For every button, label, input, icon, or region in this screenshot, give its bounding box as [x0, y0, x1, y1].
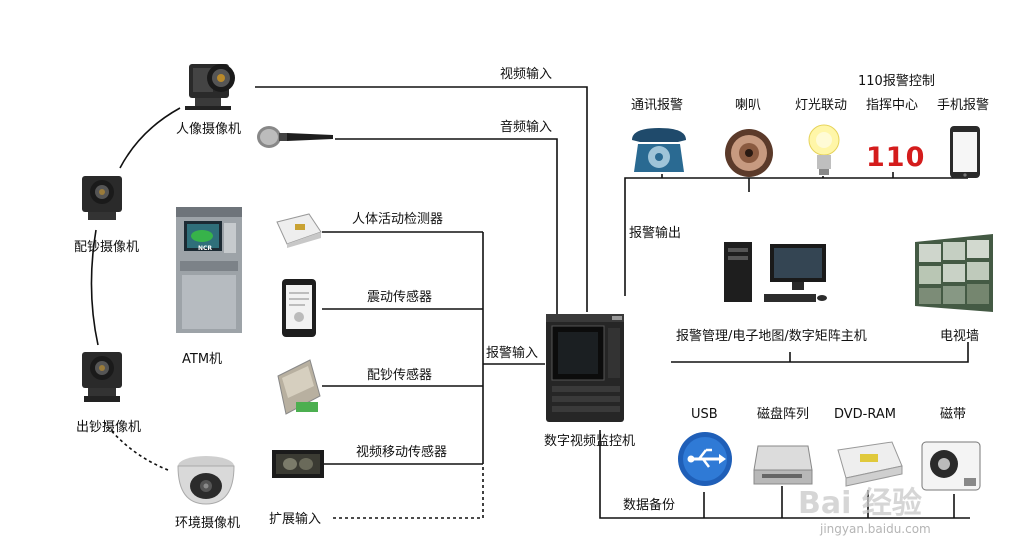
dvd-drive-icon	[837, 441, 903, 487]
backup-label-usb: USB	[691, 407, 718, 422]
mobile-phone-icon	[950, 126, 980, 178]
usb	[676, 430, 734, 488]
dvd-ram	[832, 438, 904, 490]
vibration-sensor	[280, 277, 318, 339]
video-input-label: 视频输入	[500, 67, 553, 82]
tape	[920, 438, 982, 494]
camera-icon	[82, 176, 122, 220]
data-backup-label: 数据备份	[623, 498, 676, 513]
backup-label-tape: 磁带	[940, 407, 967, 422]
sensor-icon	[277, 359, 321, 415]
video-motion-label: 视频移动传感器	[356, 445, 448, 460]
disk-array	[752, 440, 814, 486]
cash-sensor-label: 配钞传感器	[367, 368, 433, 383]
camera-icon	[185, 64, 235, 110]
light-bulb-icon	[808, 124, 840, 175]
environment-camera	[170, 452, 242, 508]
microphone-icon	[257, 126, 333, 148]
dvr-label: 数字视频监控机	[544, 434, 636, 449]
tape-icon	[921, 441, 981, 491]
alarm-input-label: 报警输入	[486, 346, 539, 361]
microphone	[255, 122, 335, 152]
usb-icon	[678, 432, 732, 486]
audio-input-line	[335, 138, 558, 315]
backup-label-dvd: DVD-RAM	[834, 407, 896, 422]
dvr-unit	[544, 312, 626, 424]
computer-icon	[724, 242, 827, 302]
110-badge: 110	[866, 142, 926, 173]
alarm-output-line	[624, 177, 968, 296]
vibration-label: 震动传感器	[367, 290, 433, 305]
management-host-label: 报警管理/电子地图/数字矩阵主机	[676, 329, 867, 344]
telephone	[628, 124, 690, 176]
video-input-line	[255, 86, 588, 312]
watermark-brand: Bai 经验	[798, 486, 922, 521]
body-activity-label: 人体活动检测器	[352, 212, 444, 227]
camera-icon	[82, 352, 122, 402]
light-bulb	[807, 122, 841, 180]
alarm-output-label: 报警输出	[629, 226, 682, 241]
expand-input-line	[333, 464, 484, 519]
data-backup-line	[599, 430, 970, 519]
output-label-telecom: 通讯报警	[631, 98, 684, 113]
speaker	[724, 128, 774, 178]
sensor-icon	[276, 213, 322, 248]
mobile-phone	[948, 124, 982, 180]
backup-label-raid: 磁盘阵列	[757, 407, 810, 422]
video-motion-sensor	[272, 450, 324, 478]
video-frame-icon	[272, 450, 324, 478]
body-activity-detector	[273, 212, 323, 248]
110-control-header: 110报警控制	[858, 74, 935, 89]
dome-camera-icon	[177, 456, 235, 505]
output-label-command: 指挥中心	[866, 98, 919, 113]
output-label-speaker: 喇叭	[735, 98, 762, 113]
speaker-icon	[725, 129, 773, 177]
cash-dispense-camera	[78, 168, 128, 224]
cash-out-camera	[78, 344, 128, 406]
audio-input-label: 音频输入	[500, 120, 553, 135]
disk-array-icon	[753, 445, 813, 485]
atm-label: ATM机	[182, 352, 223, 367]
cash-out-camera-label: 出钞摄像机	[76, 420, 142, 435]
camera-arc-mid	[90, 229, 99, 346]
cash-dispense-camera-label: 配钞摄像机	[74, 240, 140, 255]
portrait-camera-label: 人像摄像机	[176, 122, 242, 137]
atm-logo: NCR	[197, 245, 213, 252]
tv-wall-label: 电视墙	[940, 329, 980, 344]
camera-arc-dashed	[103, 421, 169, 471]
output-label-light: 灯光联动	[795, 98, 848, 113]
management-host	[722, 240, 830, 306]
cash-sensor	[272, 356, 324, 418]
telephone-icon	[632, 128, 686, 172]
watermark-url: jingyan.baidu.com	[820, 522, 931, 536]
expand-input-label: 扩展输入	[269, 512, 322, 527]
atm-machine: NCR	[172, 205, 246, 335]
tv-wall-icon	[915, 234, 993, 312]
tv-wall	[913, 232, 995, 314]
management-line	[671, 342, 969, 363]
sensor-icon	[282, 279, 316, 337]
atm-icon	[176, 207, 242, 333]
camera-arc-top	[119, 107, 181, 169]
environment-camera-label: 环境摄像机	[175, 516, 241, 531]
output-label-mobile: 手机报警	[937, 98, 990, 113]
portrait-camera	[183, 50, 241, 112]
dvr-icon	[546, 314, 624, 422]
